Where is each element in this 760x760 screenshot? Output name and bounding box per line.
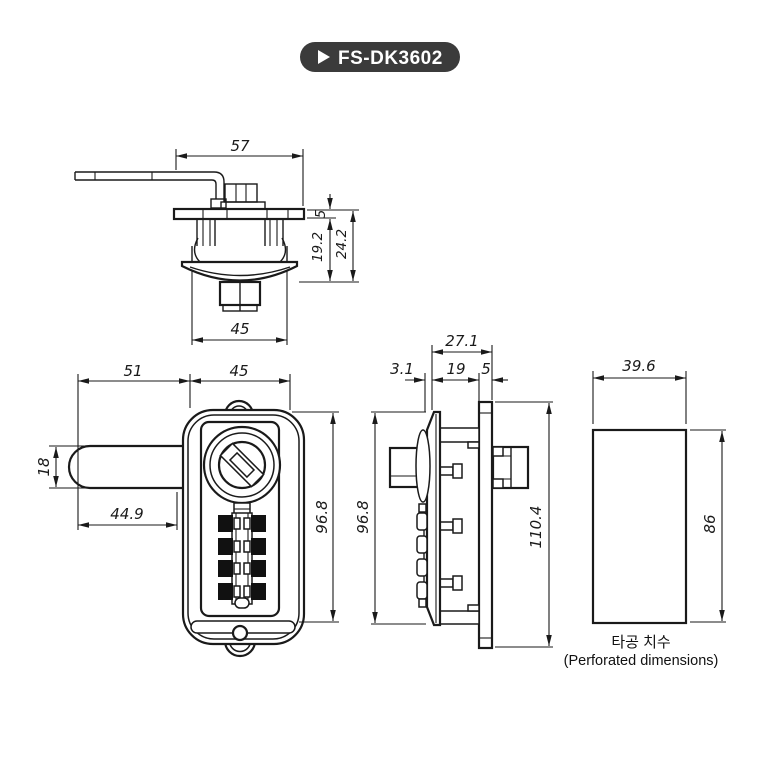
dial-wheel-3 (218, 560, 266, 577)
badge-label: FS-DK3602 (338, 48, 443, 69)
front-combination-dials (218, 512, 266, 609)
dim-front-18: 18 (35, 457, 53, 476)
dim-top-depth-24-2: 24.2 (334, 229, 350, 259)
top-bezel-dome (180, 260, 299, 282)
side-key-cylinder (388, 429, 431, 513)
dim-front-45: 45 (229, 362, 248, 380)
front-cam-lever (67, 444, 183, 490)
dim-top-width-57: 57 (230, 137, 250, 155)
dim-cutout-86: 86 (701, 514, 719, 533)
badge-pill (300, 42, 460, 72)
dim-front-51: 51 (123, 362, 142, 380)
keyway-slot (219, 442, 265, 488)
side-screw-post-2 (439, 518, 463, 534)
side-view-dimensions: 27.1 3.1 19 5 96.8 110.4 (354, 332, 553, 648)
top-view-dimensions: 57 45 5 19.2 24.2 (175, 137, 359, 345)
dim-top-depth-19-2: 19.2 (310, 232, 326, 262)
side-dial-bumps (416, 512, 428, 608)
dim-cutout-39-6: 39.6 (622, 357, 655, 375)
product-badge: FS-DK3602 (300, 42, 460, 72)
cutout-caption-english: (Perforated dimensions) (564, 653, 719, 669)
dim-top-plate-5: 5 (313, 210, 329, 219)
top-cam-lever (74, 171, 227, 209)
dial-wheel-1 (218, 515, 266, 532)
snap-clip-right (279, 237, 287, 263)
side-back-plate (477, 400, 494, 650)
front-view-dimensions: 51 45 18 44.9 96.8 (35, 362, 339, 623)
dim-side-27-1: 27.1 (445, 332, 478, 350)
side-screw-post-1 (439, 463, 463, 479)
top-mount-legs (191, 219, 288, 263)
top-flange-plate (172, 207, 306, 221)
cutout-view: 39.6 86 타공 치수 (Perforated dimensions) (564, 357, 726, 669)
side-bezel-lens (415, 429, 431, 503)
top-nut (220, 183, 266, 210)
dim-front-44-9: 44.9 (110, 505, 143, 523)
cutout-rect (591, 428, 688, 625)
dim-side-19: 19 (446, 360, 465, 378)
side-posts (439, 427, 480, 625)
dim-side-3-1: 3.1 (390, 360, 414, 378)
cutout-dimensions: 39.6 86 (592, 357, 726, 623)
front-key-cylinder (202, 425, 282, 505)
front-view: 51 45 18 44.9 96.8 (35, 362, 339, 658)
snap-clip-left (193, 237, 201, 263)
dial-wheel-4 (218, 583, 266, 600)
front-screw-hole (231, 624, 249, 642)
top-cylinder-boss (218, 280, 262, 312)
side-view: 27.1 3.1 19 5 96.8 110.4 (354, 332, 553, 650)
dim-front-96-8: 96.8 (313, 500, 331, 533)
dial-wheel-2 (218, 538, 266, 555)
cutout-caption-korean: 타공 치수 (611, 634, 670, 651)
side-screw-post-3 (439, 575, 463, 591)
dim-side-5: 5 (481, 360, 491, 378)
side-cam-hub (491, 445, 530, 490)
dim-side-96-8: 96.8 (354, 500, 372, 533)
top-view: 57 45 5 19.2 24.2 (74, 137, 359, 345)
dim-side-110-4: 110.4 (527, 506, 545, 549)
play-icon (318, 50, 330, 64)
dim-top-width-45: 45 (230, 320, 249, 338)
